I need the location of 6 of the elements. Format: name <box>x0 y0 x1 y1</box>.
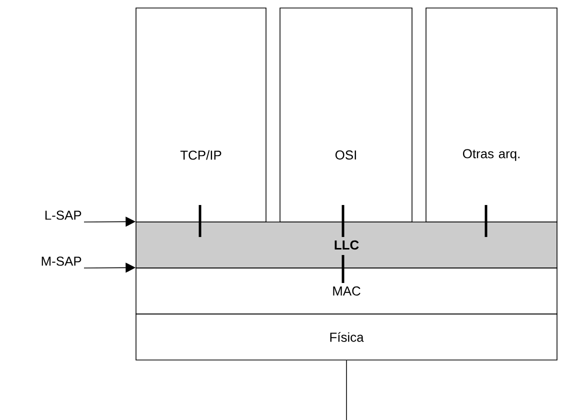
sap-label: L-SAP <box>45 210 82 220</box>
layer-band: LLC <box>136 222 558 268</box>
connector-line <box>346 360 347 420</box>
sap-label: M-SAP <box>42 256 82 266</box>
layer-band: MAC <box>136 268 558 314</box>
layer-band: Física <box>136 314 558 360</box>
